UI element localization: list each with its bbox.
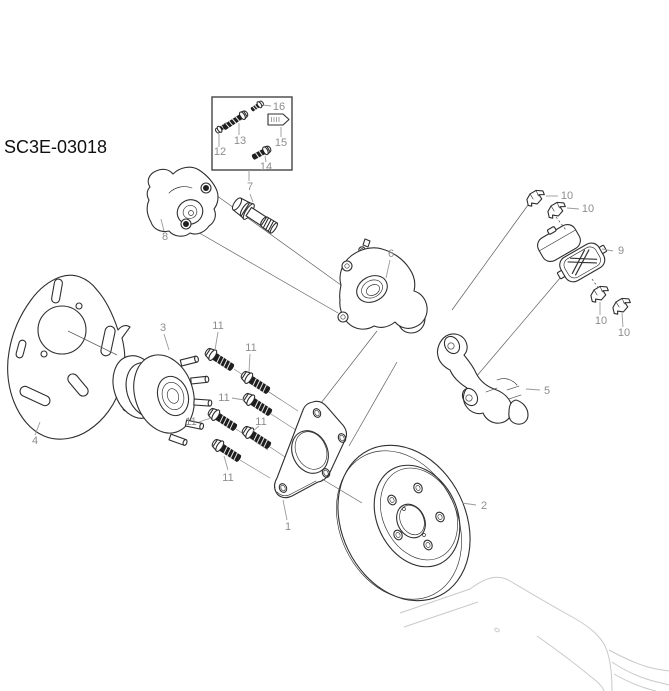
callout-11-e: 11 <box>255 416 266 428</box>
callout-14: 14 <box>260 161 272 173</box>
callout-10-a: 10 <box>561 190 573 202</box>
callout-10-c: 10 <box>595 315 607 327</box>
part-2-brake-disc <box>336 444 471 602</box>
callout-11-c: 11 <box>218 392 229 404</box>
part-6-caliper <box>337 238 428 334</box>
part-8-actuator-motor <box>146 166 219 237</box>
part-4-dust-shield <box>7 274 131 440</box>
part-9-brake-pads <box>537 223 608 283</box>
callout-labels: 1 2 3 4 5 6 7 8 9 10 10 10 10 11 11 11 1… <box>32 101 630 533</box>
car-body-outline <box>399 576 669 691</box>
callout-6: 6 <box>388 248 394 260</box>
screw-16 <box>249 99 266 114</box>
callout-11-a: 11 <box>212 320 223 332</box>
callout-1: 1 <box>285 521 291 533</box>
part-7-piston-spindle <box>231 197 279 234</box>
callout-13: 13 <box>234 135 246 147</box>
tag-15 <box>267 113 290 126</box>
callout-5: 5 <box>544 385 550 397</box>
part-5-caliper-bracket <box>436 333 529 425</box>
callout-8: 8 <box>162 231 168 243</box>
callout-2: 2 <box>481 500 487 512</box>
part-11-bolts <box>202 345 275 465</box>
bolt-13 <box>220 108 250 133</box>
leader-lines <box>34 104 624 521</box>
overlay-axis-lines <box>67 216 600 504</box>
figure-code: SC3E-03018 <box>4 137 107 157</box>
small-parts-box <box>211 96 293 171</box>
callout-4: 4 <box>32 435 38 447</box>
callout-11-d: 11 <box>185 416 196 428</box>
disc-lug-holes <box>387 482 445 551</box>
callout-9: 9 <box>618 245 624 257</box>
bolt-14 <box>249 143 273 162</box>
callout-15: 15 <box>275 137 287 149</box>
callout-10-b: 10 <box>582 203 594 215</box>
callout-7: 7 <box>247 181 253 193</box>
callout-16: 16 <box>273 101 285 113</box>
callout-10-d: 10 <box>618 327 630 339</box>
callout-3: 3 <box>160 322 166 334</box>
callout-12: 12 <box>214 146 226 158</box>
part-1-adapter-plate <box>274 400 347 499</box>
callout-11-b: 11 <box>245 342 256 354</box>
callout-11-f: 11 <box>222 472 233 484</box>
part-3-hub-bearing <box>112 354 213 447</box>
